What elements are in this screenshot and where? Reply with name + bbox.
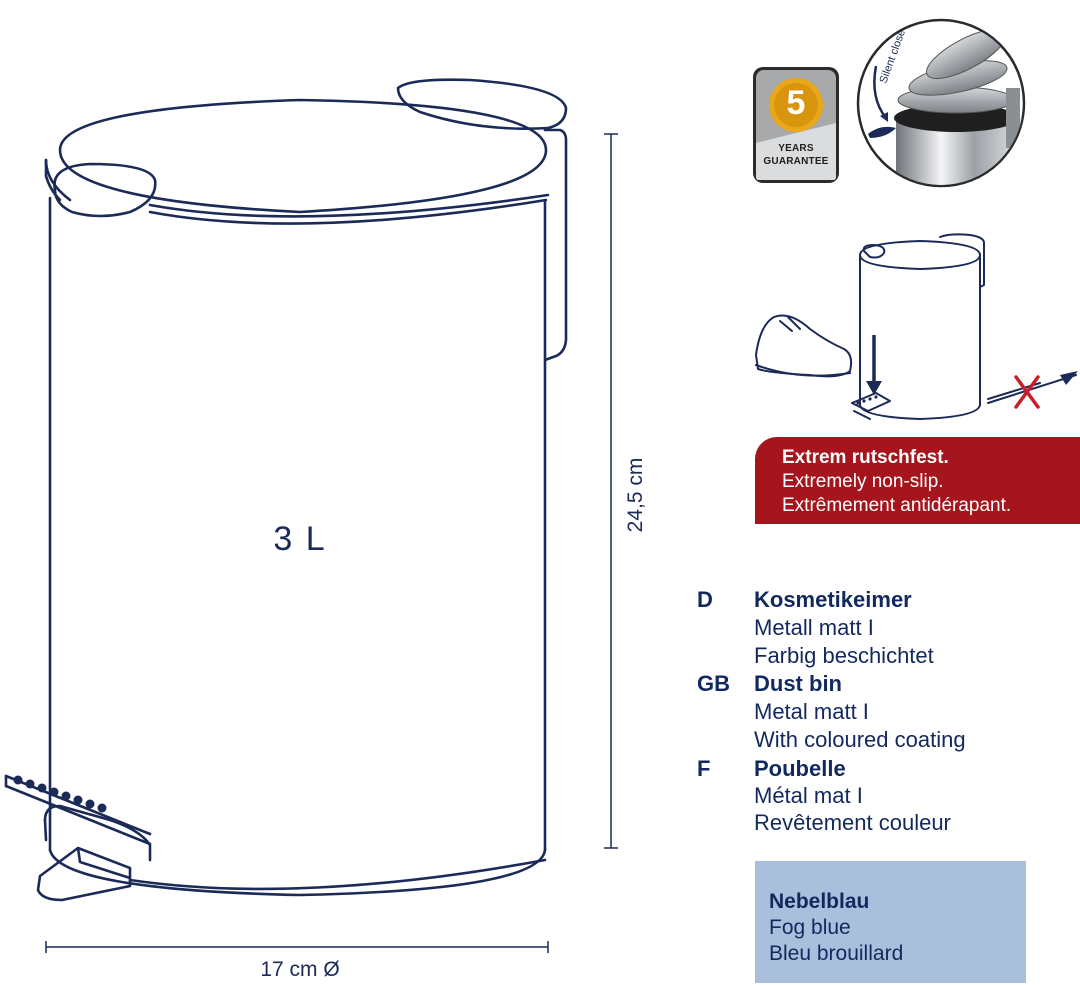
diameter-dimension-label: 17 cm Ø	[260, 958, 340, 981]
spec-line: Revêtement couleur	[754, 810, 951, 835]
spec-line: With coloured coating	[754, 727, 966, 752]
spec-title: Kosmetikeimer	[754, 587, 912, 612]
spec-line: Métal mat I	[754, 783, 863, 808]
silent-close-illustration: Silent close	[856, 18, 1026, 188]
guarantee-years-number: 5	[786, 84, 806, 122]
non-slip-banner: Extrem rutschfest. Extremely non-slip. E…	[755, 437, 1080, 524]
spec-code: GB	[697, 671, 730, 696]
non-slip-pedal-illustration	[755, 233, 1078, 420]
color-name-de: Nebelblau	[769, 890, 870, 913]
volume-label: 3 L	[273, 520, 327, 558]
spec-line: Metall matt I	[754, 615, 874, 640]
dust-bin-line-drawing	[4, 78, 618, 953]
guarantee-badge-icon	[753, 67, 839, 183]
spec-code: D	[697, 587, 713, 612]
color-swatch-box: Nebelblau Fog blue Bleu brouillard	[755, 861, 1026, 983]
non-slip-de: Extrem rutschfest.	[782, 447, 949, 468]
guarantee-years-label: YEARS	[778, 143, 814, 154]
spec-code: F	[697, 756, 711, 781]
spec-line: Metal matt I	[754, 699, 869, 724]
spec-title: Poubelle	[754, 756, 846, 781]
height-dimension-label: 24,5 cm	[624, 457, 647, 533]
color-name-en: Fog blue	[769, 916, 851, 939]
color-name-fr: Bleu brouillard	[769, 942, 904, 965]
spec-title: Dust bin	[754, 671, 842, 696]
non-slip-en: Extremely non-slip.	[782, 471, 944, 492]
guarantee-label: GUARANTEE	[763, 156, 829, 167]
spec-line: Farbig beschichtet	[754, 643, 934, 668]
feather-icon	[868, 126, 896, 138]
non-slip-fr: Extrêmement antidérapant.	[782, 495, 1012, 516]
